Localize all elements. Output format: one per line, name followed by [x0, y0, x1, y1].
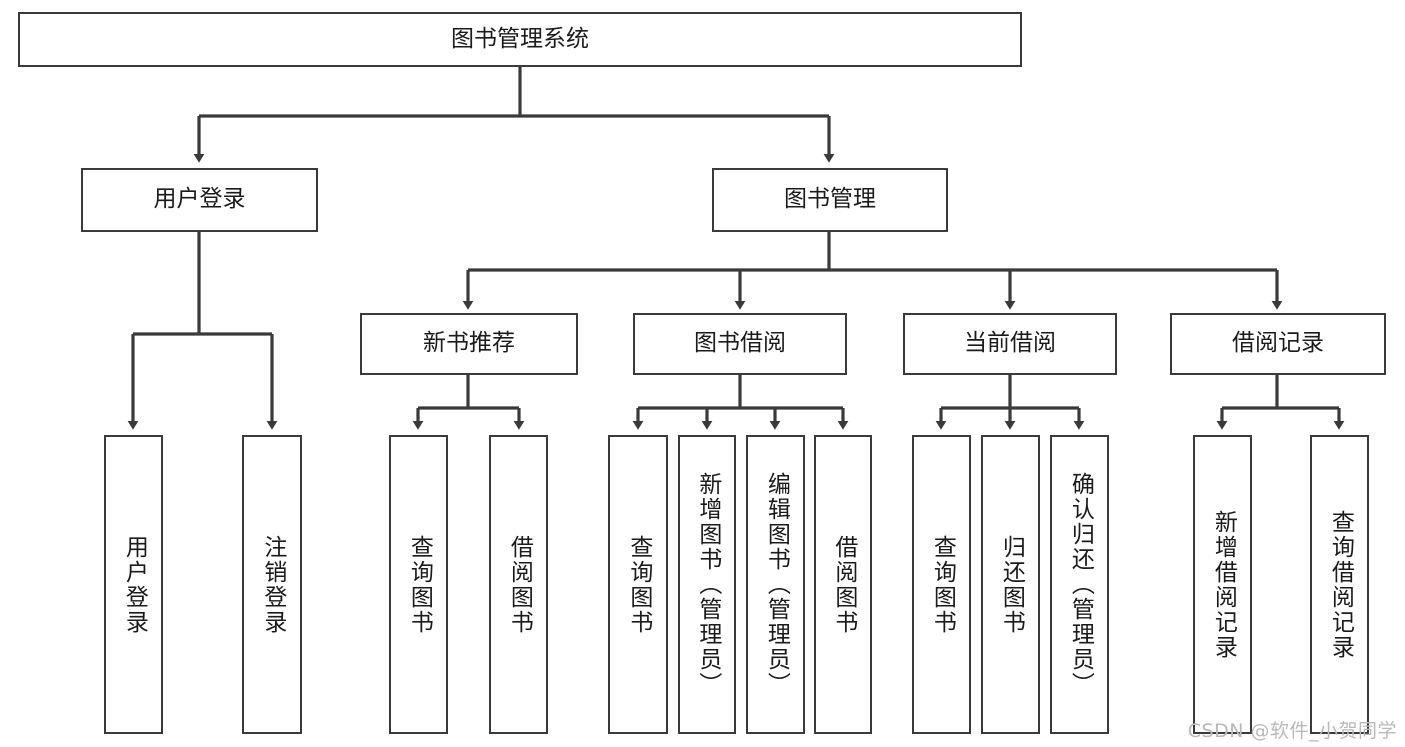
node-label: 用户登录 — [153, 186, 246, 213]
watermark: CSDN @软件_小贺同学 — [1187, 720, 1397, 742]
node-label: 图书管理系统 — [451, 25, 589, 52]
node-root-system[interactable]: 图书管理系统 — [18, 12, 1022, 67]
leaf-logout-login[interactable]: 注销登录 — [242, 435, 302, 734]
node-label: 当前借阅 — [964, 330, 1056, 357]
leaf-confirm-return[interactable]: 确认归还（管理员） — [1050, 435, 1109, 734]
leaf-borrow-book-1[interactable]: 借阅图书 — [489, 435, 548, 734]
node-label: 新书推荐 — [423, 330, 515, 357]
node-label: 查询图书 — [929, 534, 956, 635]
node-label: 新增借阅记录 — [1210, 509, 1237, 660]
leaf-user-login[interactable]: 用户登录 — [104, 435, 163, 734]
node-label: 查询借阅记录 — [1327, 509, 1354, 660]
node-label: 借阅图书 — [506, 534, 533, 635]
node-current-borrow[interactable]: 当前借阅 — [903, 313, 1117, 375]
node-new-book-recommend[interactable]: 新书推荐 — [360, 313, 578, 375]
leaf-edit-book[interactable]: 编辑图书（管理员） — [746, 435, 805, 734]
leaf-query-book-1[interactable]: 查询图书 — [389, 435, 448, 734]
node-borrow-record[interactable]: 借阅记录 — [1170, 313, 1386, 375]
node-label: 归还图书 — [998, 534, 1025, 635]
node-label: 借阅图书 — [830, 534, 857, 635]
node-label: 查询图书 — [625, 534, 652, 635]
leaf-query-book-2[interactable]: 查询图书 — [608, 435, 668, 734]
node-book-borrow[interactable]: 图书借阅 — [633, 313, 847, 375]
node-label: 图书借阅 — [694, 330, 786, 357]
node-label: 确认归还（管理员） — [1067, 472, 1094, 697]
leaf-query-book-3[interactable]: 查询图书 — [912, 435, 971, 734]
leaf-return-book[interactable]: 归还图书 — [981, 435, 1040, 734]
node-label: 用户登录 — [121, 534, 148, 635]
leaf-add-record[interactable]: 新增借阅记录 — [1193, 435, 1252, 734]
node-book-management[interactable]: 图书管理 — [712, 168, 948, 232]
node-user-login[interactable]: 用户登录 — [81, 168, 318, 232]
node-label: 新增图书（管理员） — [694, 472, 721, 697]
node-label: 借阅记录 — [1232, 330, 1324, 357]
node-label: 注销登录 — [259, 534, 286, 635]
node-label: 编辑图书（管理员） — [763, 472, 790, 697]
node-label: 查询图书 — [406, 534, 433, 635]
leaf-add-book[interactable]: 新增图书（管理员） — [678, 435, 736, 734]
leaf-query-record[interactable]: 查询借阅记录 — [1310, 435, 1369, 734]
leaf-borrow-book-2[interactable]: 借阅图书 — [814, 435, 872, 734]
node-label: 图书管理 — [784, 186, 876, 213]
